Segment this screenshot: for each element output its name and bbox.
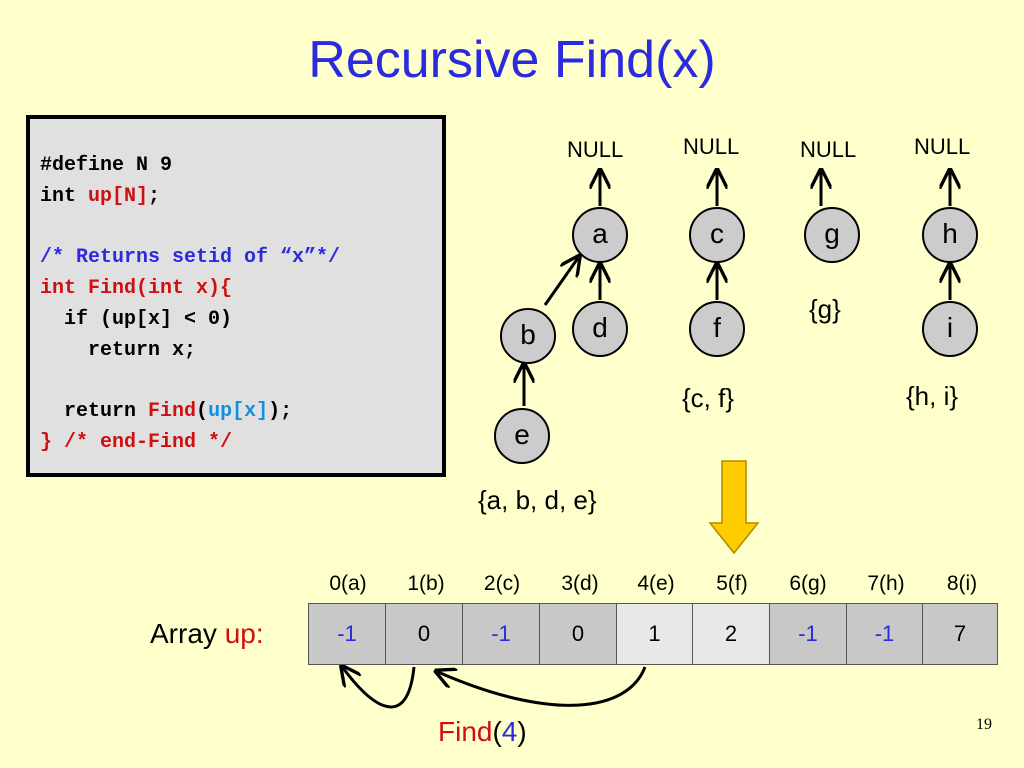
array-index: 4(e) [637, 572, 675, 595]
code-line-2-var: up[N] [88, 184, 149, 208]
set-label-hi: {h, i} [906, 381, 959, 411]
set-label-g: {g} [809, 294, 841, 324]
array-cell: -1 [769, 603, 847, 665]
code-line-1: #define N 9 [40, 154, 173, 177]
tree-node-b: b [500, 308, 556, 364]
code-line-7-open: ( [196, 400, 209, 424]
arrow-b-a [543, 258, 578, 306]
array-cell: 0 [385, 603, 463, 665]
code-line-7-close: ); [268, 400, 293, 424]
code-line-6: return x; [40, 338, 197, 362]
array-cell: 2 [692, 603, 770, 665]
array-index: 7(h) [867, 572, 905, 595]
tree-node-i: i [922, 301, 978, 357]
tree-node-f: f [689, 301, 745, 357]
array-index: 2(c) [483, 572, 521, 595]
code-line-3-comment: /* Returns setid of “x”*/ [40, 246, 341, 270]
array-index: 3(d) [561, 572, 599, 595]
code-line-2-end: ; [148, 184, 161, 208]
find-call-fn: Find [438, 716, 493, 747]
code-block: #define N 9 int up[N]; /* Returns setid … [40, 151, 340, 459]
array-cell: -1 [846, 603, 923, 665]
array-index: 0(a) [329, 572, 367, 595]
array-cell: 0 [539, 603, 617, 665]
null-label-h: NULL [914, 134, 971, 159]
code-line-2-kw: int [40, 184, 89, 208]
code-line-4: int Find(int x){ [40, 277, 233, 301]
tree-node-g: g [804, 207, 860, 263]
tree-node-h: h [922, 207, 978, 263]
page-number: 19 [976, 716, 992, 733]
tree-node-c: c [689, 207, 745, 263]
null-label-c: NULL [683, 134, 740, 159]
null-label-a: NULL [567, 137, 624, 162]
set-label-cf: {c, f} [682, 383, 735, 413]
array-label: Array up: [150, 618, 264, 650]
array-index: 5(f) [716, 572, 748, 595]
array-index: 8(i) [946, 572, 978, 595]
array-name: up: [224, 618, 264, 649]
code-line-7-return: return [40, 400, 149, 424]
set-label-abde: {a, b, d, e} [478, 485, 597, 515]
tree-node-a: a [572, 207, 628, 263]
slide-title: Recursive Find(x) [308, 31, 716, 89]
array-cell: 1 [616, 603, 693, 665]
array-cell: -1 [308, 603, 386, 665]
find-curve-1-to-0 [343, 667, 416, 709]
array-cell: 7 [922, 603, 998, 665]
find-call-label: Find(4) [438, 716, 527, 748]
array-cell: -1 [462, 603, 540, 665]
tree-node-d: d [572, 301, 628, 357]
find-curve-4-to-1 [438, 666, 647, 707]
find-call-close: ) [517, 716, 527, 747]
code-box: #define N 9 int up[N]; /* Returns setid … [26, 115, 446, 477]
null-label-g: NULL [800, 137, 857, 162]
find-call-arg: 4 [501, 716, 518, 747]
code-line-5: if (up[x] < 0) [40, 307, 233, 331]
find-call-open: ( [492, 716, 502, 747]
array-label-text: Array [150, 618, 225, 649]
code-line-8: } /* end-Find */ [40, 431, 233, 455]
down-arrow-icon [708, 460, 760, 555]
code-line-7-arg: up[x] [208, 400, 269, 424]
code-line-7-fn: Find [148, 400, 197, 424]
array-index: 1(b) [407, 572, 445, 595]
array-index: 6(g) [789, 572, 827, 595]
tree-node-e: e [494, 408, 550, 464]
